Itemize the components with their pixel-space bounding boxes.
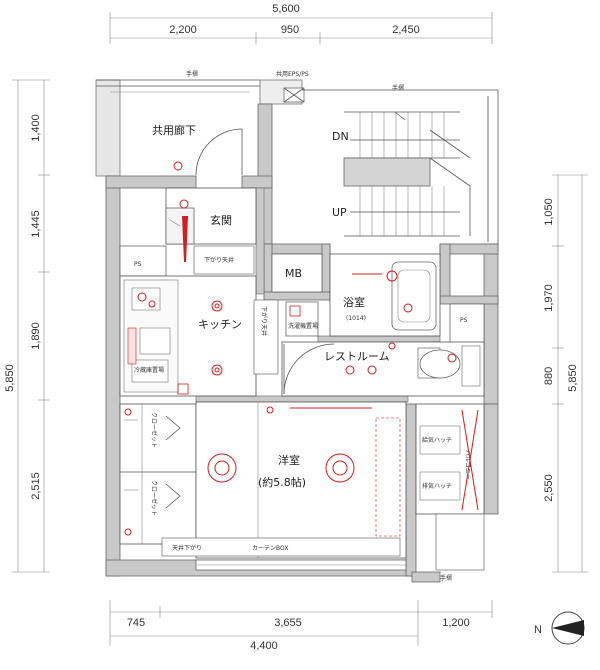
restroom: レストルーム: [281, 341, 485, 397]
top-dim-2: 950: [281, 24, 299, 36]
restroom-label: レストルーム: [324, 350, 390, 363]
right-total-dim: 5,850: [567, 364, 579, 392]
washer-label: 洗濯機置場: [288, 322, 318, 330]
top-dim-3: 2,450: [392, 24, 420, 36]
compass: N: [534, 611, 585, 645]
right-dim-2: 1,970: [543, 284, 555, 312]
top-equipment-label: 共用EPS/PS: [276, 70, 309, 78]
stair-up-label: UP: [332, 206, 347, 219]
bath: 浴室 (1014): [329, 253, 441, 337]
ps-left-label: PS: [134, 261, 142, 268]
handrail-label-3: 手摺: [440, 574, 452, 582]
top-dim-1: 2,200: [169, 24, 197, 36]
closets: クローゼット クローゼット: [119, 403, 197, 545]
balcony: 給気ハッチ 排気ハッチ バルコニー 手摺: [415, 403, 485, 582]
left-total-dim: 5,850: [4, 364, 16, 392]
unit-walls: [105, 175, 499, 583]
bath-size: (1014): [346, 315, 366, 322]
sash-bottom-label: カーテンBOX: [252, 545, 288, 552]
handrail-label-1: 手摺: [186, 70, 198, 78]
bottom-dim-1: 745: [127, 617, 145, 629]
entrance: 玄関: [165, 187, 257, 262]
left-dim-3: 1,890: [30, 322, 42, 350]
vent-1-label: 給気ハッチ: [422, 436, 452, 444]
closet-2-label: クローゼット: [150, 480, 158, 516]
right-dim-3: 880: [543, 367, 555, 385]
washer-area: 洗濯機置場: [285, 301, 319, 337]
left-dim-4: 2,515: [30, 472, 42, 500]
fridge-label: 冷蔵庫置場: [134, 366, 164, 374]
stair-treads-upper: [344, 111, 460, 159]
left-dim-2: 1,445: [30, 210, 42, 238]
ps-right: PS: [449, 303, 485, 347]
bottom-dim-2: 3,655: [274, 617, 302, 629]
common-corridor-label: 共用廊下: [152, 123, 196, 137]
stair-down-label: DN: [332, 130, 349, 143]
top-total-dim: 5,600: [272, 3, 300, 15]
closet-1-label: クローゼット: [150, 412, 158, 448]
bath-label: 浴室: [343, 295, 365, 309]
western-room-size: (約5.8帖): [258, 475, 306, 489]
right-dim-1: 1,050: [543, 198, 555, 226]
right-dim-4: 2,550: [543, 474, 555, 502]
right-dimensions: 5,850 1,050 1,970 880 2,550: [543, 174, 588, 573]
ceiling-bottom-label: 天井下がり: [172, 544, 202, 552]
bottom-dimensions: 745 3,655 1,200 4,400: [109, 600, 493, 652]
bottom-window: [195, 559, 407, 571]
ceiling-note-entrance: 下がり天井: [193, 245, 255, 275]
left-dim-1: 1,400: [30, 114, 42, 142]
bottom-total-dim: 4,400: [250, 640, 278, 652]
ps-right-label: PS: [460, 317, 468, 324]
kitchen-label: キッチン: [198, 318, 242, 331]
common-corridor-area: 手摺 共用廊下: [95, 70, 260, 177]
western-room-label: 洋室: [278, 453, 300, 467]
bottom-dim-3: 1,200: [442, 617, 470, 629]
entrance-label: 玄関: [210, 213, 232, 227]
mb-box: MB: [271, 253, 323, 293]
top-dimensions: 5,600 2,200 950 2,450: [109, 3, 493, 44]
mb-label: MB: [285, 267, 302, 280]
ceiling-note-2: 下がり天井: [260, 306, 268, 336]
vent-2-label: 排気ハッチ: [422, 482, 452, 490]
balcony-label: バルコニー: [464, 450, 471, 480]
ceiling-note-1: 下がり天井: [204, 256, 234, 264]
compass-north-label: N: [534, 624, 542, 636]
ps-left: PS: [119, 245, 167, 277]
stairwell: 共用EPS/PS 手摺 DN: [257, 70, 499, 248]
handrail-label-2: 手摺: [392, 84, 404, 92]
western-room: 洋室 (約5.8帖) 天井下がり カーテンBOX: [161, 401, 407, 559]
stair-treads-lower: [344, 186, 460, 237]
left-dimensions: 5,850 1,400 1,445 1,890 2,515: [4, 79, 50, 573]
kitchen: 冷蔵庫置場 キッチン 下がり天井: [119, 275, 279, 397]
